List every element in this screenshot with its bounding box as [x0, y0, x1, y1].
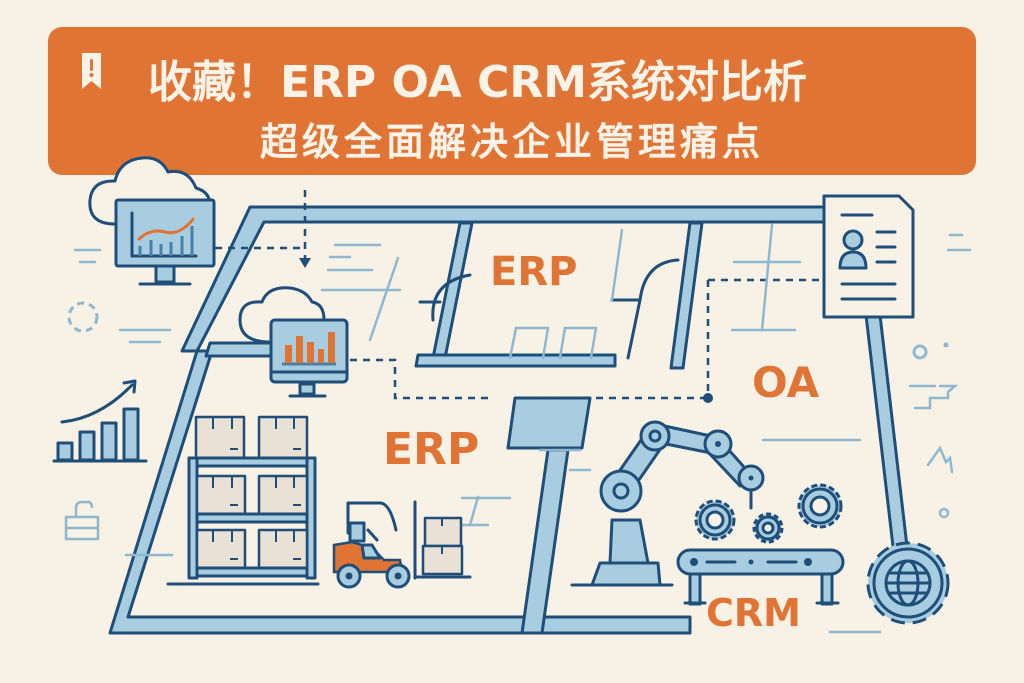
robot-arm-icon	[570, 420, 765, 587]
title-banner: 收藏！ERP OA CRM系统对比析 超级全面解决企业管理痛点	[48, 27, 976, 175]
lock-icon	[64, 500, 100, 541]
erp-label-bottom: ERP	[383, 424, 480, 475]
globe-gear-icon	[866, 541, 950, 625]
decorative-marks	[67, 233, 972, 519]
erp-room	[414, 221, 704, 370]
employee-profile-document-icon	[822, 194, 915, 319]
crm-label: CRM	[706, 591, 801, 635]
gears-conveyor-icon	[676, 483, 845, 606]
sketch-lines	[73, 223, 882, 634]
bookmark-exclamation-icon	[82, 53, 101, 89]
middle-wall	[520, 448, 570, 635]
banner-subtitle: 超级全面解决企业管理痛点	[259, 120, 764, 164]
banner-title: 收藏！ERP OA CRM系统对比析	[148, 57, 808, 108]
growth-bar-chart-icon	[52, 379, 148, 463]
erp-label-top: ERP	[490, 249, 578, 295]
right-wall	[864, 313, 910, 557]
oa-label: OA	[752, 358, 820, 407]
forklift-icon	[332, 500, 472, 589]
cloud-monitor-bar-chart-icon	[238, 286, 349, 398]
cloud-monitor-line-chart-icon	[88, 156, 216, 286]
warehouse-shelf-icon	[166, 415, 320, 586]
